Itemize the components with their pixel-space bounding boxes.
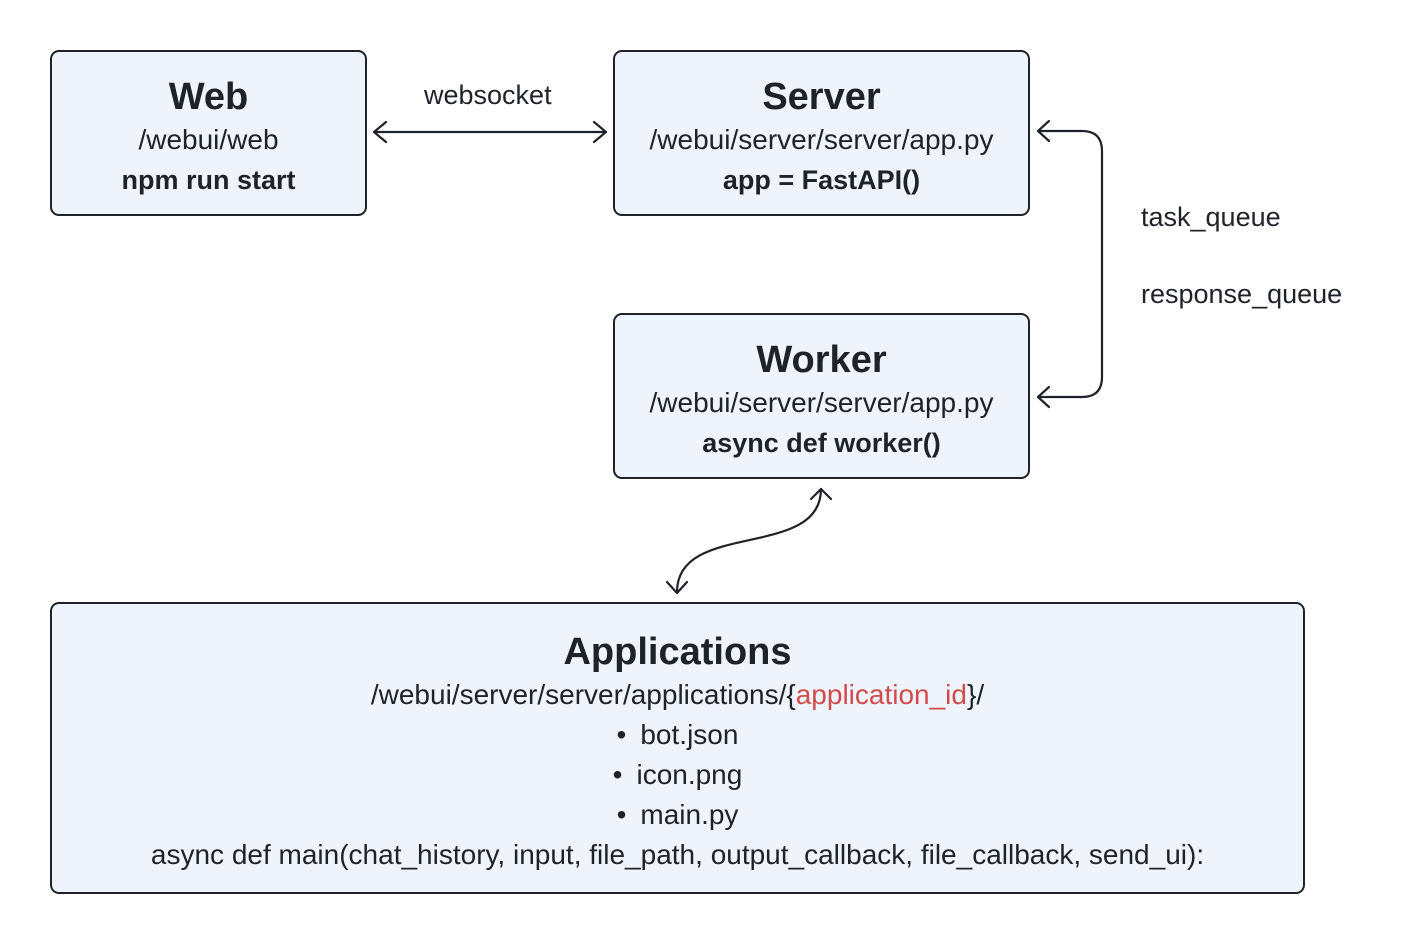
file-item-main-py: main.py bbox=[52, 795, 1303, 835]
server-code: app = FastAPI() bbox=[722, 165, 921, 195]
applications-path-prefix: /webui/server/server/applications/{ bbox=[370, 679, 796, 710]
websocket-label: websocket bbox=[424, 80, 552, 110]
web-path: /webui/web bbox=[138, 124, 279, 155]
applications-path: /webui/server/server/applications/{appli… bbox=[52, 675, 1303, 715]
server-path: /webui/server/server/app.py bbox=[649, 124, 994, 155]
response-queue-label: response_queue bbox=[1141, 279, 1343, 309]
queue-connector bbox=[1036, 119, 1104, 409]
worker-path: /webui/server/server/app.py bbox=[649, 387, 994, 418]
server-title: Server bbox=[762, 76, 881, 118]
websocket-connector bbox=[372, 120, 608, 144]
worker-box: Worker /webui/server/server/app.py async… bbox=[613, 313, 1030, 479]
applications-title: Applications bbox=[563, 631, 792, 673]
main-signature: async def main(chat_history, input, file… bbox=[150, 839, 1205, 870]
web-box: Web /webui/web npm run start bbox=[50, 50, 367, 216]
server-box: Server /webui/server/server/app.py app =… bbox=[613, 50, 1030, 216]
web-command: npm run start bbox=[121, 165, 296, 195]
applications-box: Applications /webui/server/server/applic… bbox=[50, 602, 1305, 894]
file-item-bot-json: bot.json bbox=[52, 715, 1303, 755]
applications-connector bbox=[665, 487, 833, 595]
application-id-param: application_id bbox=[795, 679, 967, 710]
web-title: Web bbox=[168, 76, 249, 118]
file-item-icon-png: icon.png bbox=[52, 755, 1303, 795]
task-queue-label: task_queue bbox=[1141, 202, 1281, 232]
worker-code: async def worker() bbox=[702, 428, 941, 458]
worker-title: Worker bbox=[756, 339, 887, 381]
applications-path-suffix: }/ bbox=[966, 679, 985, 710]
